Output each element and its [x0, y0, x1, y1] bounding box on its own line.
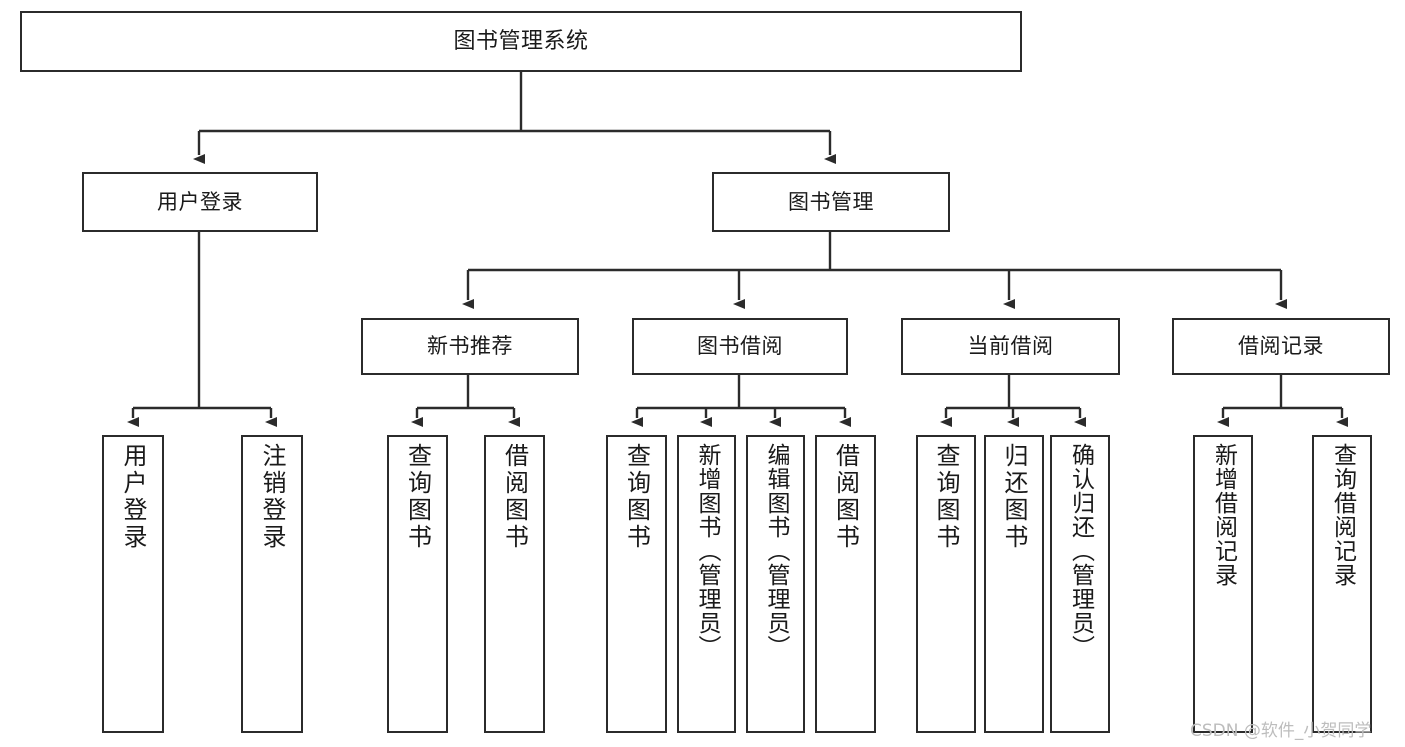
leaf-borrow-query-book[interactable]: 查询图书: [606, 435, 667, 733]
leaf-newbook-borrow-book-label: 借阅图书: [500, 443, 529, 551]
leaf-records-query-record-label: 查询借阅记录: [1329, 443, 1356, 587]
leaf-borrow-edit-book-admin-label: 编辑图书（管理员）: [763, 443, 789, 659]
node-book-borrow[interactable]: 图书借阅: [632, 318, 848, 375]
leaf-user-login-label: 用户登录: [119, 443, 147, 551]
leaf-records-add-record-label: 新增借阅记录: [1210, 443, 1237, 587]
node-root-label: 图书管理系统: [453, 28, 589, 54]
leaf-borrow-add-book-admin[interactable]: 新增图书（管理员）: [677, 435, 736, 733]
node-borrow-records[interactable]: 借阅记录: [1172, 318, 1390, 375]
node-current-borrow[interactable]: 当前借阅: [901, 318, 1120, 375]
leaf-newbook-query-book-label: 查询图书: [403, 443, 432, 551]
leaf-current-confirm-return-admin[interactable]: 确认归还（管理员）: [1050, 435, 1110, 733]
leaf-borrow-query-book-label: 查询图书: [622, 443, 651, 551]
node-book-borrow-label: 图书借阅: [697, 334, 783, 359]
leaf-records-query-record[interactable]: 查询借阅记录: [1312, 435, 1372, 733]
node-book-management[interactable]: 图书管理: [712, 172, 950, 232]
leaf-records-add-record[interactable]: 新增借阅记录: [1193, 435, 1253, 733]
leaf-newbook-borrow-book[interactable]: 借阅图书: [484, 435, 545, 733]
leaf-current-return-book[interactable]: 归还图书: [984, 435, 1044, 733]
leaf-current-query-book-label: 查询图书: [932, 443, 960, 551]
node-user-login-label: 用户登录: [157, 189, 243, 214]
leaf-current-return-book-label: 归还图书: [1000, 443, 1028, 551]
node-current-borrow-label: 当前借阅: [967, 334, 1054, 359]
watermark: CSDN @软件_小贺同学: [1190, 721, 1372, 741]
leaf-borrow-edit-book-admin[interactable]: 编辑图书（管理员）: [746, 435, 805, 733]
leaf-borrow-borrow-book-label: 借阅图书: [831, 443, 860, 551]
leaf-current-query-book[interactable]: 查询图书: [916, 435, 976, 733]
node-root[interactable]: 图书管理系统: [20, 11, 1022, 72]
node-new-book-recommend[interactable]: 新书推荐: [361, 318, 579, 375]
leaf-logout-label: 注销登录: [258, 443, 286, 551]
leaf-newbook-query-book[interactable]: 查询图书: [387, 435, 448, 733]
leaf-user-login[interactable]: 用户登录: [102, 435, 164, 733]
node-borrow-records-label: 借阅记录: [1238, 334, 1324, 359]
node-book-management-label: 图书管理: [788, 189, 874, 214]
leaf-logout[interactable]: 注销登录: [241, 435, 303, 733]
node-user-login[interactable]: 用户登录: [82, 172, 318, 232]
node-new-book-recommend-label: 新书推荐: [427, 334, 513, 359]
leaf-current-confirm-return-admin-label: 确认归还（管理员）: [1067, 443, 1094, 659]
leaf-borrow-borrow-book[interactable]: 借阅图书: [815, 435, 876, 733]
leaf-borrow-add-book-admin-label: 新增图书（管理员）: [694, 443, 720, 659]
